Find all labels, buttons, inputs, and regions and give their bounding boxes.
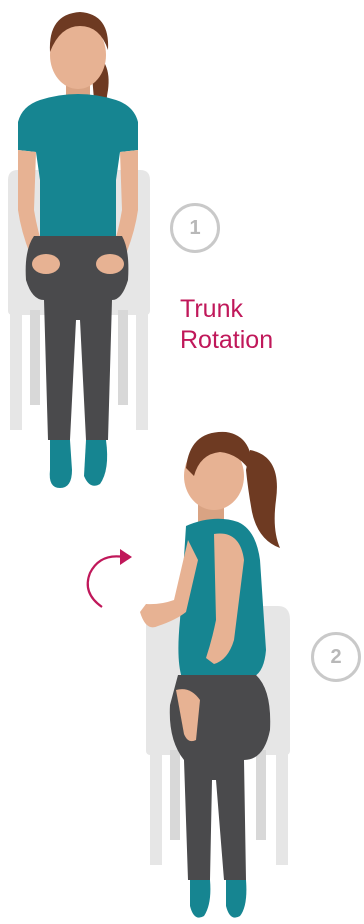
step-2-number: 2 [330, 646, 341, 669]
step-2-badge: 2 [311, 632, 361, 682]
step-1-badge: 1 [170, 203, 220, 253]
rotation-arrow-icon [80, 545, 140, 615]
title-line-2: Rotation [180, 325, 273, 356]
title-line-1: Trunk [180, 294, 273, 325]
step-1-number: 1 [189, 217, 200, 240]
exercise-title: Trunk Rotation [180, 294, 273, 356]
